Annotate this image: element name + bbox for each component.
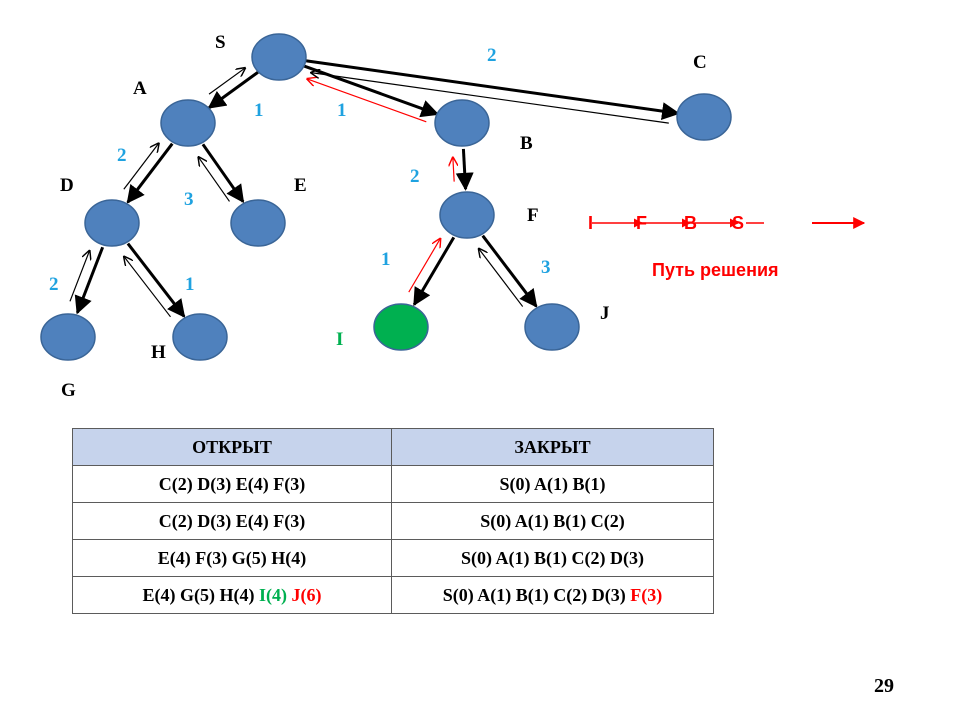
return-arrow-E-A (198, 157, 230, 202)
edge-weight-D-H: 1 (185, 274, 195, 295)
return-arrow-G-D (69, 251, 90, 302)
open-cell-text: E(4) F(3) G(5) H(4) (157, 547, 307, 568)
return-arrow-A-S (208, 68, 245, 95)
edge-weight-S-B: 1 (337, 100, 347, 121)
edge-S-C (304, 59, 681, 121)
edge-S-B (302, 64, 440, 118)
edges-layer (74, 59, 681, 318)
return-arrow-F-B (453, 158, 454, 182)
open-cell-text: E(4) G(5) H(4) (142, 584, 259, 605)
weights-layer: 1 1 2 2 3 2 2 1 1 3 (49, 45, 551, 295)
path-node-B: B (684, 213, 697, 233)
closed-cell: S(0) A(1) B(1) C(2) D(3) (391, 539, 714, 577)
edge-weight-D-G: 2 (49, 274, 59, 295)
search-tree-diagram: S A B C D E F G H I J 1 1 2 2 3 2 2 1 1 3 I F B S Путь решения (40, 32, 866, 401)
closed-cell: S(0) A(1) B(1) C(2) D(3) F(3) (391, 576, 714, 614)
edge-A-E (201, 143, 245, 204)
node-B (434, 99, 490, 147)
closed-cell-text: S(0) A(1) B(1) (499, 473, 606, 494)
node-label-B: B (520, 133, 533, 154)
table-row: E(4) G(5) H(4) I(4) J(6)S(0) A(1) B(1) C… (72, 576, 714, 614)
node-S (251, 33, 307, 81)
node-J (524, 303, 580, 351)
node-label-A: A (133, 78, 147, 99)
edge-weight-S-C: 2 (487, 45, 497, 66)
edge-S-A (207, 71, 259, 109)
node-G (40, 313, 96, 361)
table-row: C(2) D(3) E(4) F(3) S(0) A(1) B(1) (72, 465, 714, 503)
table-header-row: ОТКРЫТ ЗАКРЫТ (72, 428, 714, 466)
open-cell: E(4) G(5) H(4) I(4) J(6) (72, 576, 392, 614)
node-A (160, 99, 216, 147)
node-label-G: G (61, 380, 76, 401)
table-row: E(4) F(3) G(5) H(4) S(0) A(1) B(1) C(2) D… (72, 539, 714, 577)
open-column-header: ОТКРЫТ (72, 428, 392, 466)
solution-path-legend: I F B S Путь решения (588, 213, 866, 280)
edge-D-G (74, 246, 105, 315)
edge-F-I (412, 236, 456, 307)
open-cell-text: C(2) D(3) E(4) F(3) (158, 510, 306, 531)
node-label-J: J (600, 303, 610, 324)
return-arrow-I-F (408, 239, 440, 293)
return-arrows-layer (69, 68, 669, 318)
return-arrow-B-S (307, 79, 427, 123)
closed-cell-text: S(0) A(1) B(1) C(2) (480, 510, 625, 531)
return-arrow-D-A (123, 143, 159, 190)
edge-weight-F-I: 1 (381, 249, 391, 270)
edge-weight-F-J: 3 (541, 257, 551, 278)
edge-F-J (481, 234, 538, 308)
edge-weight-A-E: 3 (184, 189, 194, 210)
open-cell: C(2) D(3) E(4) F(3) (72, 465, 392, 503)
return-arrow-H-D (124, 257, 171, 318)
closed-cell-text: F(3) (630, 584, 663, 605)
closed-cell: S(0) A(1) B(1) C(2) (391, 502, 714, 540)
table-body: C(2) D(3) E(4) F(3)S(0) A(1) B(1)C(2) D(… (72, 465, 714, 614)
closed-cell: S(0) A(1) B(1) (391, 465, 714, 503)
open-cell-text: I(4) (258, 584, 292, 605)
path-node-I: I (588, 213, 593, 233)
edge-weight-B-F: 2 (410, 166, 420, 187)
node-label-C: C (693, 52, 707, 73)
closed-cell-text: S(0) A(1) B(1) C(2) D(3) (442, 584, 631, 605)
node-label-I: I (336, 329, 343, 350)
open-cell-text: C(2) D(3) E(4) F(3) (158, 473, 306, 494)
node-label-E: E (294, 175, 307, 196)
open-cell: C(2) D(3) E(4) F(3) (72, 502, 392, 540)
solution-path-caption: Путь решения (652, 260, 779, 280)
table-row: C(2) D(3) E(4) F(3) S(0) A(1) B(1) C(2) (72, 502, 714, 540)
node-E (230, 199, 286, 247)
labels-layer: S A B C D E F G H I J (60, 32, 707, 401)
node-label-F: F (527, 205, 539, 226)
node-I (373, 303, 429, 351)
page-number: 29 (874, 675, 894, 697)
closed-column-header: ЗАКРЫТ (391, 428, 714, 466)
node-label-D: D (60, 175, 74, 196)
node-label-S: S (215, 32, 226, 53)
node-D (84, 199, 140, 247)
node-H (172, 313, 228, 361)
node-C (676, 93, 732, 141)
edge-B-F (455, 148, 474, 191)
open-cell-text: J(6) (291, 584, 322, 605)
node-F (439, 191, 495, 239)
closed-cell-text: S(0) A(1) B(1) C(2) D(3) (461, 547, 644, 568)
return-arrow-J-F (479, 249, 524, 307)
edge-A-D (126, 142, 174, 204)
edge-weight-A-D: 2 (117, 145, 127, 166)
edge-D-H (126, 242, 186, 318)
path-node-F: F (636, 213, 647, 233)
return-arrow-C-S (311, 73, 669, 124)
open-cell: E(4) F(3) G(5) H(4) (72, 539, 392, 577)
node-label-H: H (151, 342, 166, 363)
open-closed-table: ОТКРЫТ ЗАКРЫТ C(2) D(3) E(4) F(3) S(0) A(… (72, 428, 714, 614)
nodes-layer (40, 33, 732, 361)
path-node-S: S (732, 213, 744, 233)
edge-weight-S-A: 1 (254, 100, 264, 121)
